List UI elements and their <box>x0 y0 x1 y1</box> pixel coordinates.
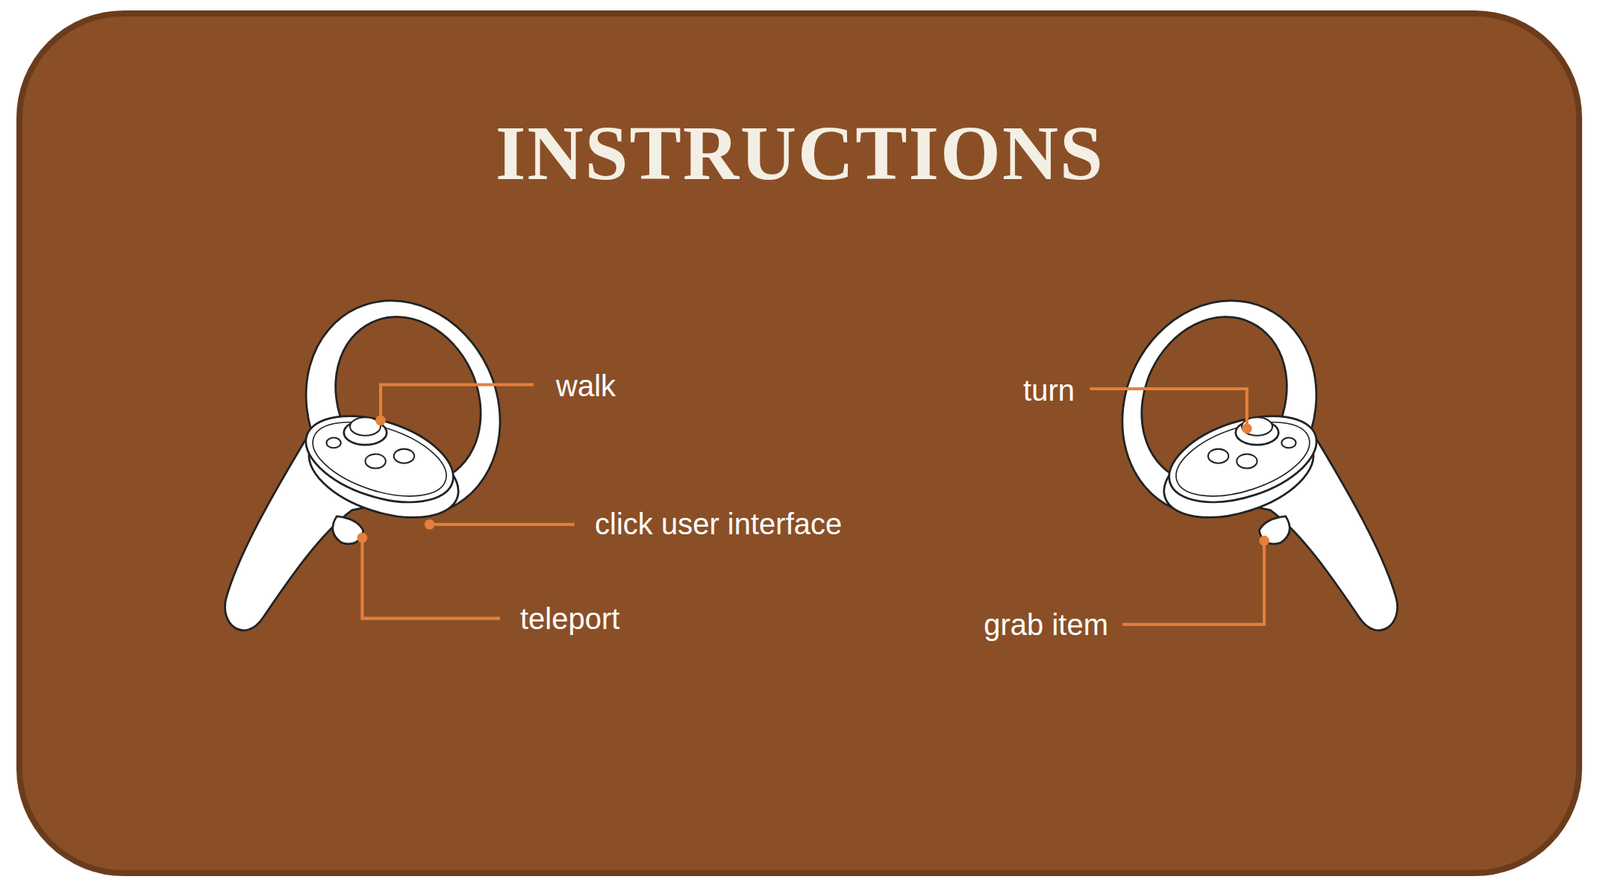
leader-lines <box>361 384 1265 624</box>
control-label: turn <box>1023 373 1075 407</box>
right-controller <box>1088 268 1398 631</box>
leader-dots <box>357 414 1270 546</box>
panel-background <box>19 13 1580 874</box>
left-controller <box>225 268 536 631</box>
control-label: grab item <box>983 608 1109 642</box>
title: INSTRUCTIONS <box>495 114 1105 192</box>
control-label: teleport <box>520 602 620 636</box>
control-label: walk <box>555 369 616 403</box>
control-label: click user interface <box>594 507 842 541</box>
